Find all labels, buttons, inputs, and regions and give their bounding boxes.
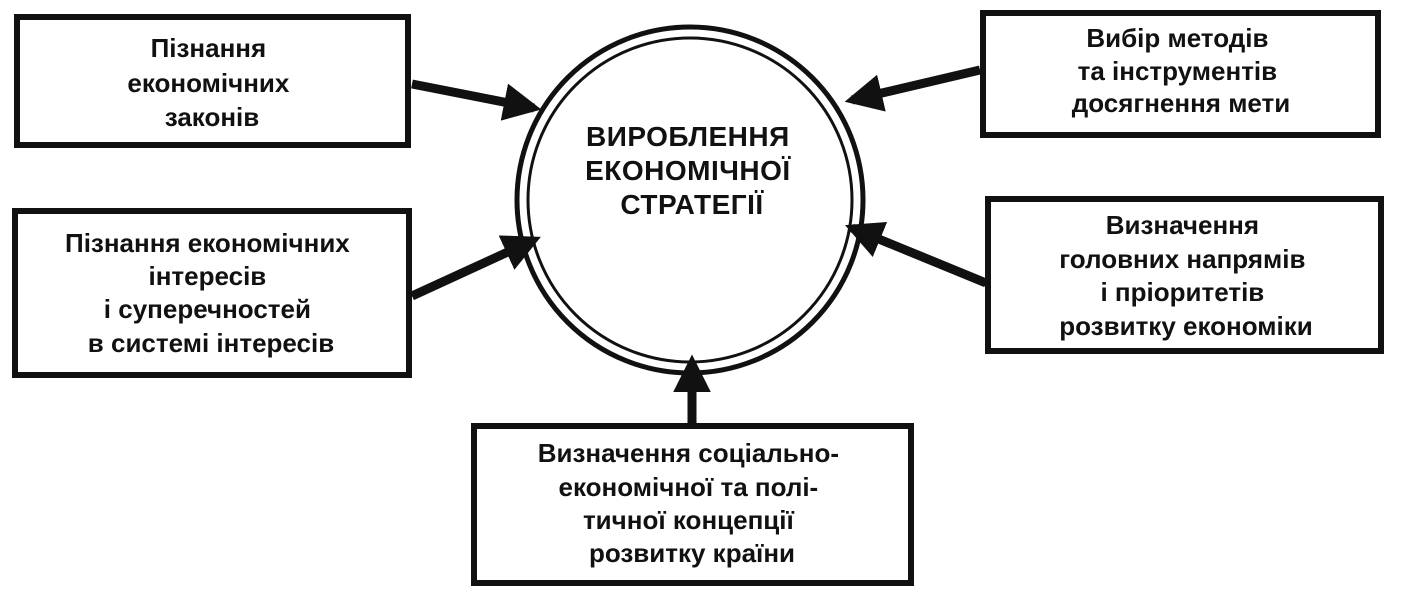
center-node: ВИРОБЛЕННЯ ЕКОНОМІЧНОЇ СТРАТЕГІЇ bbox=[514, 24, 866, 376]
box-top-right-line-1: Вибір методів bbox=[1086, 23, 1268, 53]
box-bottom-right-line-4: розвитку економіки bbox=[1059, 311, 1312, 341]
box-bottom-right: Визначення головних напрямів і пріоритет… bbox=[985, 196, 1384, 354]
arrow-top-right bbox=[844, 65, 982, 112]
box-top-left-frame bbox=[14, 14, 411, 148]
box-top-right-label: Вибір методів та інструментів досягнення… bbox=[1072, 23, 1291, 118]
arrow-top-left bbox=[411, 79, 542, 121]
box-bottom-left-label: Пізнання економічних інтересів і супереч… bbox=[65, 228, 357, 358]
arrows bbox=[410, 65, 988, 425]
arrow-bottom-right bbox=[845, 221, 988, 288]
box-top-left-line-2: економічних bbox=[127, 68, 289, 98]
box-bottom-right-line-1: Визначення bbox=[1106, 210, 1259, 240]
box-top-right: Вибір методів та інструментів досягнення… bbox=[980, 10, 1381, 138]
box-bottom-left-line-2: інтересів bbox=[148, 261, 266, 291]
box-bottom-line-1: Визначення соціально- bbox=[538, 438, 839, 468]
box-bottom-line-4: розвитку країни bbox=[589, 538, 795, 568]
center-label: ВИРОБЛЕННЯ ЕКОНОМІЧНОЇ СТРАТЕГІЇ bbox=[585, 121, 799, 220]
box-bottom-right-line-2: головних напрямів bbox=[1059, 244, 1305, 274]
box-top-left-line-3: законів bbox=[165, 102, 260, 132]
box-bottom-label: Визначення соціально- економічної та пол… bbox=[538, 438, 847, 568]
box-top-right-line-2: та інструментів bbox=[1078, 56, 1278, 86]
box-top-left: Пізнання економічних законів bbox=[14, 14, 411, 148]
box-top-left-label: Пізнання економічних законів bbox=[127, 33, 296, 132]
box-bottom: Визначення соціально- економічної та пол… bbox=[471, 423, 914, 586]
box-bottom-right-frame bbox=[985, 196, 1384, 354]
box-bottom-left-line-1: Пізнання економічних bbox=[65, 228, 350, 258]
box-bottom-left-line-3: і суперечностей bbox=[104, 294, 311, 324]
box-bottom-line-2: економічної та полі- bbox=[559, 472, 819, 502]
box-bottom-frame bbox=[471, 423, 914, 586]
center-label-line-3: СТРАТЕГІЇ bbox=[620, 189, 764, 220]
box-top-left-line-1: Пізнання bbox=[151, 33, 267, 63]
box-bottom-line-3: тичної концепції bbox=[583, 505, 795, 535]
box-bottom-right-line-3: і пріоритетів bbox=[1100, 277, 1264, 307]
box-bottom-left-line-4: в системі інтересів bbox=[88, 328, 334, 358]
box-bottom-left: Пізнання економічних інтересів і супереч… bbox=[12, 208, 412, 378]
box-bottom-left-frame bbox=[12, 208, 412, 378]
center-label-line-1: ВИРОБЛЕННЯ bbox=[586, 121, 790, 152]
box-bottom-right-label: Визначення головних напрямів і пріоритет… bbox=[1059, 210, 1312, 341]
box-top-right-frame bbox=[980, 10, 1381, 138]
center-label-line-2: ЕКОНОМІЧНОЇ bbox=[585, 155, 791, 186]
box-top-right-line-3: досягнення мети bbox=[1072, 88, 1291, 118]
arrow-bottom-left bbox=[410, 235, 541, 301]
